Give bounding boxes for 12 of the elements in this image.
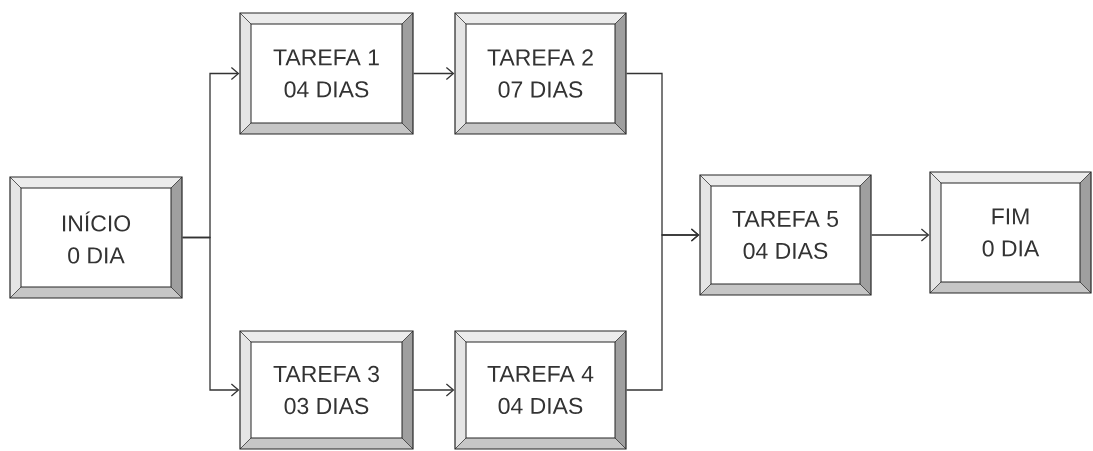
arrow [412, 383, 455, 397]
task-box: FIM 0 DIA [929, 171, 1092, 294]
arrow [412, 66, 455, 81]
arrow [870, 228, 930, 242]
task-box: TAREFA 5 04 DIAS [699, 174, 872, 296]
task-box: INÍCIO 0 DIA [9, 176, 183, 299]
task-box: TAREFA 3 03 DIAS [239, 330, 414, 450]
arrow [181, 236, 240, 397]
task-box: TAREFA 1 04 DIAS [239, 12, 414, 135]
arrow [625, 228, 700, 391]
task-box: TAREFA 4 04 DIAS [454, 330, 627, 450]
task-box: TAREFA 2 07 DIAS [454, 12, 627, 135]
